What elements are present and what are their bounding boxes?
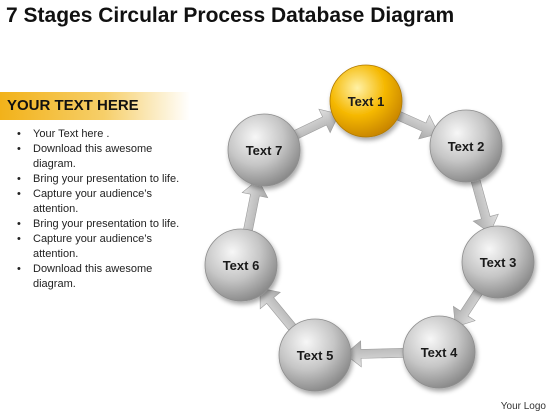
bullet-item: Capture your audience’s attention. (14, 187, 184, 217)
node-label: Text 1 (348, 94, 385, 109)
process-node-5: Text 5 (278, 318, 352, 392)
node-circle (204, 228, 278, 302)
flow-arrow (344, 340, 406, 368)
node-circle (278, 318, 352, 392)
node-circle (461, 225, 535, 299)
process-node-7: Text 7 (227, 113, 301, 187)
node-label: Text 5 (297, 348, 334, 363)
bullet-list: Your Text here . Download this awesome d… (14, 127, 184, 292)
banner: YOUR TEXT HERE (0, 92, 190, 120)
logo-text: Your Logo (500, 401, 546, 412)
flow-arrow (470, 177, 499, 234)
flow-arrow (259, 287, 298, 333)
process-node-2: Text 2 (429, 109, 503, 183)
node-label: Text 3 (480, 255, 517, 270)
node-circle (227, 113, 301, 187)
page-title: 7 Stages Circular Process Database Diagr… (6, 4, 455, 27)
node-label: Text 6 (223, 258, 260, 273)
process-node-4: Text 4 (402, 315, 476, 389)
bullet-item: Download this awesome diagram. (14, 142, 184, 172)
bullet-item: Your Text here . (14, 127, 184, 142)
node-label: Text 2 (448, 139, 485, 154)
node-label: Text 7 (246, 143, 283, 158)
node-label: Text 4 (421, 345, 458, 360)
node-circle (429, 109, 503, 183)
flow-arrow (452, 287, 484, 328)
flow-arrow (394, 110, 440, 140)
bullet-item: Bring your presentation to life. (14, 217, 184, 232)
bullet-item: Download this awesome diagram. (14, 262, 184, 292)
process-node-6: Text 6 (204, 228, 278, 302)
bullet-item: Capture your audience’s attention. (14, 232, 184, 262)
process-node-3: Text 3 (461, 225, 535, 299)
node-circle (329, 64, 403, 138)
flow-arrow (292, 108, 340, 140)
node-circle (402, 315, 476, 389)
banner-text: YOUR TEXT HERE (7, 97, 139, 114)
bullet-item: Bring your presentation to life. (14, 172, 184, 187)
process-node-1: Text 1 (329, 64, 403, 138)
flow-arrow (241, 178, 269, 233)
